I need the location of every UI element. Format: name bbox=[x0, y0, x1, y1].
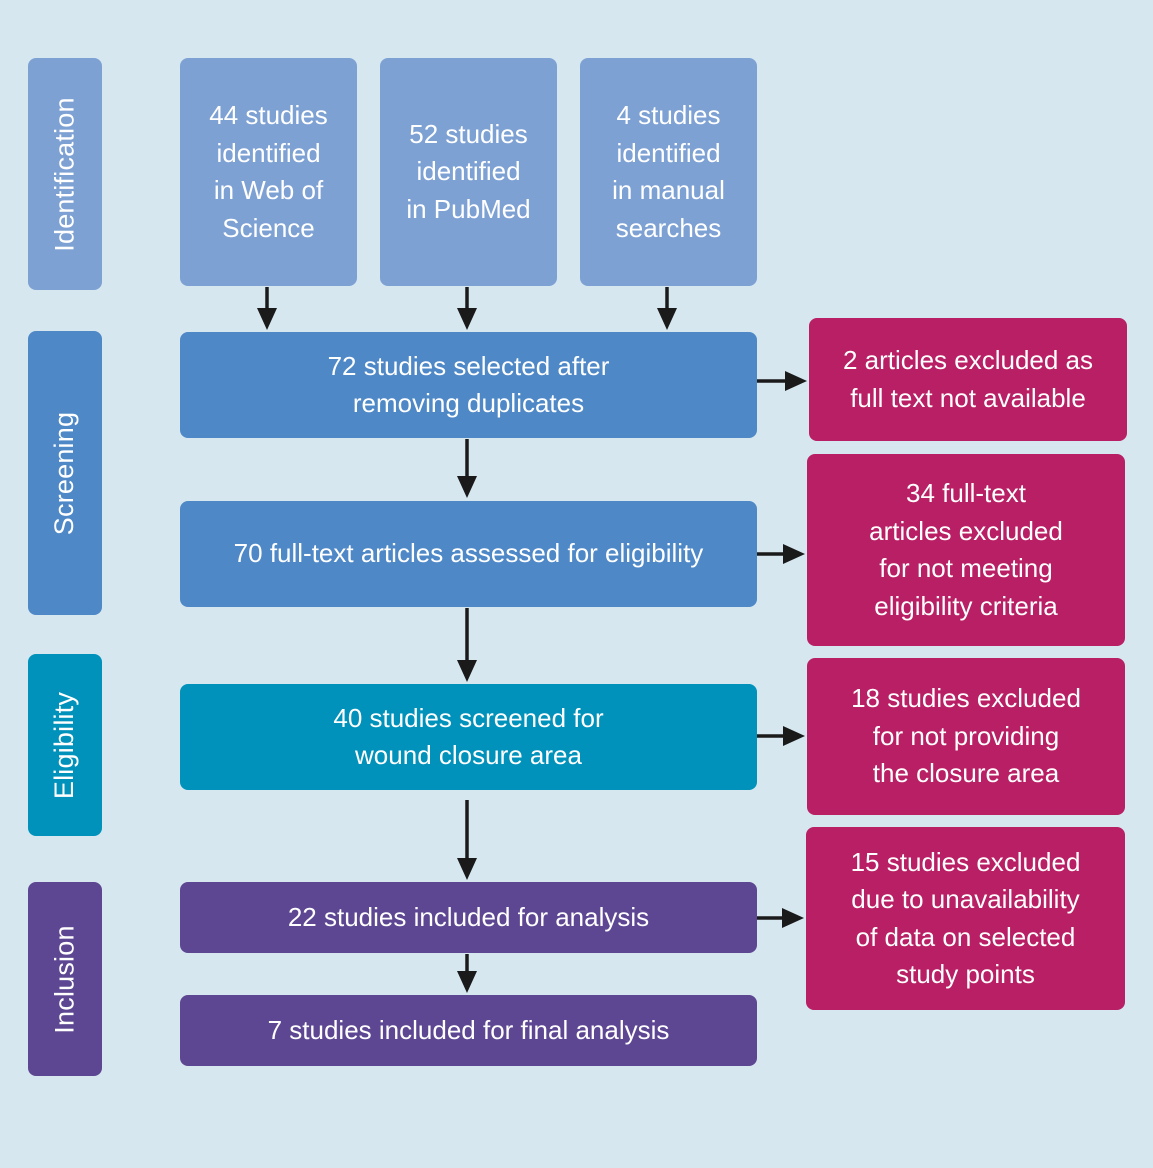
exclusion-no-data-box: 15 studies excluded due to unavailabilit… bbox=[806, 827, 1125, 1010]
stage-eligibility: Eligibility bbox=[28, 654, 102, 836]
included-box: 22 studies included for analysis bbox=[180, 882, 757, 953]
exclusion-no-closure-area-text: 18 studies excluded for not providing th… bbox=[851, 683, 1081, 789]
after-duplicates-text: 72 studies selected after removing dupli… bbox=[327, 350, 610, 419]
screened-text: 40 studies screened for wound closure ar… bbox=[333, 702, 604, 771]
stage-screening: Screening bbox=[28, 331, 102, 615]
exclusion-not-eligible-text: 34 full-text articles excluded for not m… bbox=[869, 478, 1063, 621]
after-duplicates-box: 72 studies selected after removing dupli… bbox=[180, 332, 757, 438]
assessed-box: 70 full-text articles assessed for eligi… bbox=[180, 501, 757, 607]
source-manual-box: 4 studies identified in manual searches bbox=[580, 58, 757, 286]
exclusion-not-eligible-box: 34 full-text articles excluded for not m… bbox=[807, 454, 1125, 646]
stage-identification: Identification bbox=[28, 58, 102, 290]
source-manual-text: 4 studies identified in manual searches bbox=[612, 100, 725, 243]
source-web-of-science-box: 44 studies identified in Web of Science bbox=[180, 58, 357, 286]
source-pubmed-text: 52 studies identified in PubMed bbox=[406, 118, 531, 224]
screened-box: 40 studies screened for wound closure ar… bbox=[180, 684, 757, 790]
final-box: 7 studies included for final analysis bbox=[180, 995, 757, 1066]
included-text: 22 studies included for analysis bbox=[287, 901, 650, 932]
final-text: 7 studies included for final analysis bbox=[267, 1014, 670, 1045]
exclusion-no-data-text: 15 studies excluded due to unavailabilit… bbox=[850, 846, 1081, 990]
exclusion-no-full-text-box: 2 articles excluded as full text not ava… bbox=[809, 318, 1127, 441]
assessed-text: 70 full-text articles assessed for eligi… bbox=[233, 538, 704, 569]
exclusion-no-full-text-text: 2 articles excluded as full text not ava… bbox=[842, 345, 1094, 413]
source-pubmed-box: 52 studies identified in PubMed bbox=[380, 58, 557, 286]
source-web-of-science-text: 44 studies identified in Web of Science bbox=[209, 100, 328, 243]
stage-inclusion: Inclusion bbox=[28, 882, 102, 1076]
exclusion-no-closure-area-box: 18 studies excluded for not providing th… bbox=[807, 658, 1125, 815]
